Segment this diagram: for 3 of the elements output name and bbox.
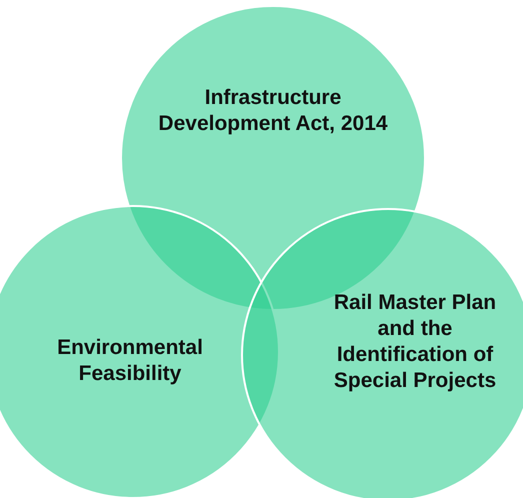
circle-label: Environmental Feasibility bbox=[56, 335, 204, 387]
circle-label: Infrastructure Development Act, 2014 bbox=[157, 85, 389, 137]
circle-label: Rail Master Plan and the Identification of Special Projects bbox=[332, 290, 498, 394]
